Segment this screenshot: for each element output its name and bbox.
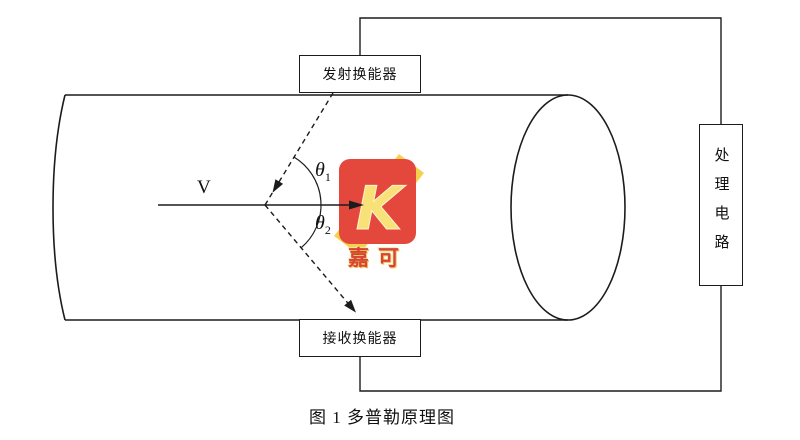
watermark-logo: K bbox=[334, 154, 424, 255]
reflected-beam-arrowhead-icon bbox=[344, 299, 356, 313]
circuit-wires bbox=[359, 17, 722, 392]
angle-theta2-label: θ2 bbox=[315, 212, 331, 238]
velocity-arrowhead-icon bbox=[349, 200, 364, 210]
watermark-brand-text: 嘉可 bbox=[348, 247, 408, 270]
angle-theta1-label: θ1 bbox=[315, 159, 331, 185]
processor-label: 处理电路 bbox=[712, 147, 729, 263]
theta2-subscript: 2 bbox=[324, 223, 331, 237]
wire-transmitter-to-processor bbox=[359, 17, 722, 124]
velocity-arrow bbox=[158, 200, 364, 210]
pipe-right-end-ellipse bbox=[510, 94, 626, 321]
reflected-beam bbox=[264, 204, 353, 309]
ultrasound-beams bbox=[264, 92, 356, 313]
figure-caption: 图 1 多普勒原理图 bbox=[309, 408, 455, 427]
logo-red-square bbox=[339, 159, 416, 244]
transmitter-box: 发射换能器 bbox=[299, 55, 421, 93]
transmitter-label: 发射换能器 bbox=[322, 68, 398, 83]
theta1-symbol: θ bbox=[315, 159, 325, 181]
logo-letter: K bbox=[356, 174, 407, 244]
velocity-label: V bbox=[197, 177, 211, 198]
incident-beam-arrowhead-icon bbox=[272, 179, 284, 193]
pipe-left-cap bbox=[52, 94, 66, 321]
wire-receiver-to-processor bbox=[359, 286, 722, 392]
receiver-box: 接收换能器 bbox=[299, 319, 421, 357]
angle-arc bbox=[293, 156, 322, 249]
processor-box: 处理电路 bbox=[699, 124, 743, 286]
theta2-symbol: θ bbox=[315, 212, 325, 234]
theta1-subscript: 1 bbox=[324, 170, 331, 184]
receiver-label: 接收换能器 bbox=[322, 332, 398, 347]
